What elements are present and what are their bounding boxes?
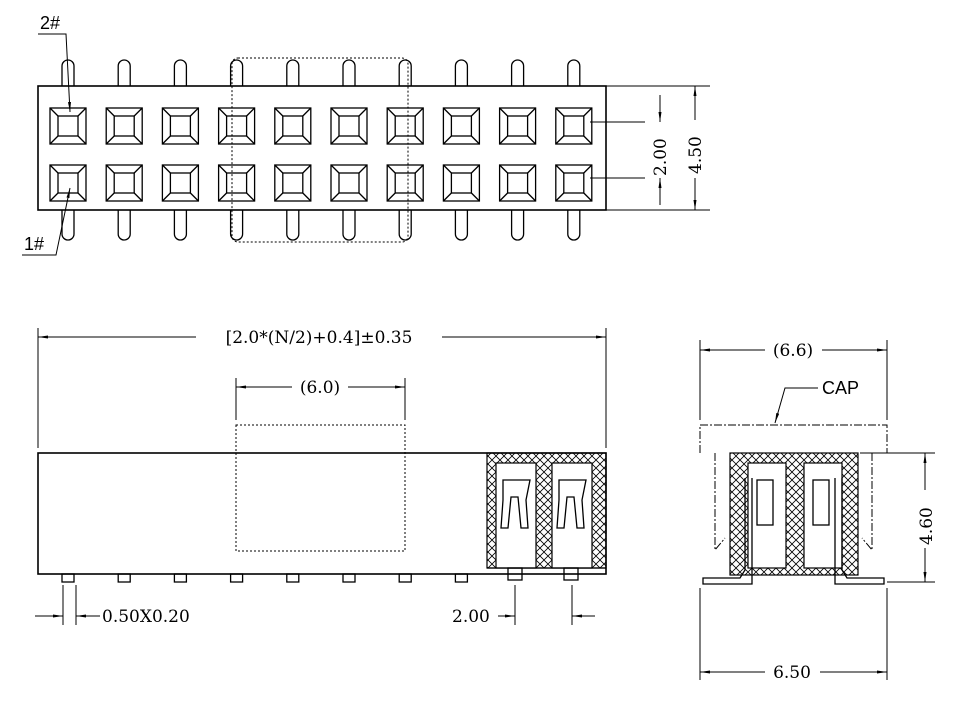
cavity [274, 107, 312, 145]
pin2-leader [38, 33, 71, 113]
pin-bottom [173, 210, 188, 241]
height-dim: 4.60 [917, 507, 937, 545]
pin-top [567, 59, 581, 86]
cavity-inner [282, 115, 304, 137]
cavity [442, 164, 481, 202]
pin-top [510, 59, 525, 86]
pin-top [173, 59, 188, 86]
cavity-inner [57, 115, 79, 137]
cavity-inner [113, 115, 135, 137]
cavity [330, 164, 368, 202]
cavity [555, 107, 593, 145]
pin-bottom [398, 210, 412, 241]
cavity [498, 107, 537, 145]
body-width-dim: 4.50 [686, 136, 706, 174]
cavity [105, 164, 143, 202]
pin-bottom [286, 210, 300, 241]
cavity-inner [506, 172, 529, 194]
side-view: (6.6) CAP 4.60 6.50 [699, 340, 937, 683]
pin-bottom [342, 210, 356, 241]
row-pitch-dim: 2.00 [651, 138, 671, 176]
contact-cavities [49, 107, 593, 202]
pin-pitch-dim: 2.00 [452, 607, 490, 627]
pin-top [117, 59, 131, 86]
top-pins [61, 59, 581, 241]
pin-top [286, 59, 300, 86]
pin-bottom [117, 210, 131, 241]
cavity-inner [394, 115, 416, 137]
cavity [386, 107, 424, 145]
cavity [498, 164, 537, 202]
top-view: 2# 1# 2.00 4.50 [22, 13, 710, 256]
pin-top [61, 59, 75, 86]
pin2-label: 2# [40, 13, 60, 33]
cavity [442, 107, 481, 145]
pin-bottom [454, 210, 469, 241]
cavity [161, 107, 200, 145]
cavity-inner [450, 172, 473, 194]
pin-bottom [567, 210, 581, 241]
cavity [105, 107, 143, 145]
pin-top [454, 59, 469, 86]
pin-foot [454, 573, 469, 583]
pin-foot [117, 573, 131, 583]
cavity-inner [282, 172, 304, 194]
pin-bottom [61, 210, 75, 241]
pin1-label: 1# [24, 234, 44, 254]
cavity [49, 164, 87, 202]
pin-top [398, 59, 412, 86]
cavity [274, 164, 312, 202]
top-body [37, 85, 607, 211]
footprint-width-dim: 6.50 [773, 663, 811, 683]
cap-length-dim: (6.0) [300, 378, 340, 398]
pin-bottom [510, 210, 525, 241]
cavity-inner [506, 115, 529, 137]
pin1-leader [22, 187, 71, 256]
cavity [217, 107, 256, 145]
pin-foot [286, 573, 300, 583]
cap-label: CAP [822, 378, 859, 398]
cavity-inner [57, 172, 79, 194]
pin-foot [398, 573, 412, 583]
front-pins [61, 573, 469, 583]
pin-foot [173, 573, 188, 583]
pin-top [229, 59, 244, 86]
cap-width-dim: (6.6) [773, 341, 813, 361]
cap-outline-top [231, 57, 409, 243]
total-length-dim: [2.0*(N/2)+0.4]±0.35 [226, 328, 413, 348]
cavity-inner [338, 115, 360, 137]
cavity-inner [563, 115, 585, 137]
cavity-inner [225, 115, 248, 137]
pin-top [342, 59, 356, 86]
cap-outline-front [235, 424, 406, 552]
cavity-inner [563, 172, 585, 194]
pin-bottom [229, 210, 244, 241]
pin-foot [229, 573, 244, 583]
cavity-inner [169, 172, 192, 194]
cavity-inner [113, 172, 135, 194]
cavity [217, 164, 256, 202]
cavity [330, 107, 368, 145]
cavity-inner [225, 172, 248, 194]
front-view: [2.0*(N/2)+0.4]±0.35 (6.0) 0.50X0.20 [35, 328, 607, 627]
cavity [161, 164, 200, 202]
cavity-inner [169, 115, 192, 137]
pin-foot [342, 573, 356, 583]
section-view [486, 452, 607, 581]
pin-size-dim: 0.50X0.20 [102, 607, 190, 627]
cavity-inner [394, 172, 416, 194]
cavity [386, 164, 424, 202]
cavity [555, 164, 593, 202]
cavity-inner [338, 172, 360, 194]
pin-foot [61, 573, 75, 583]
cavity-inner [450, 115, 473, 137]
